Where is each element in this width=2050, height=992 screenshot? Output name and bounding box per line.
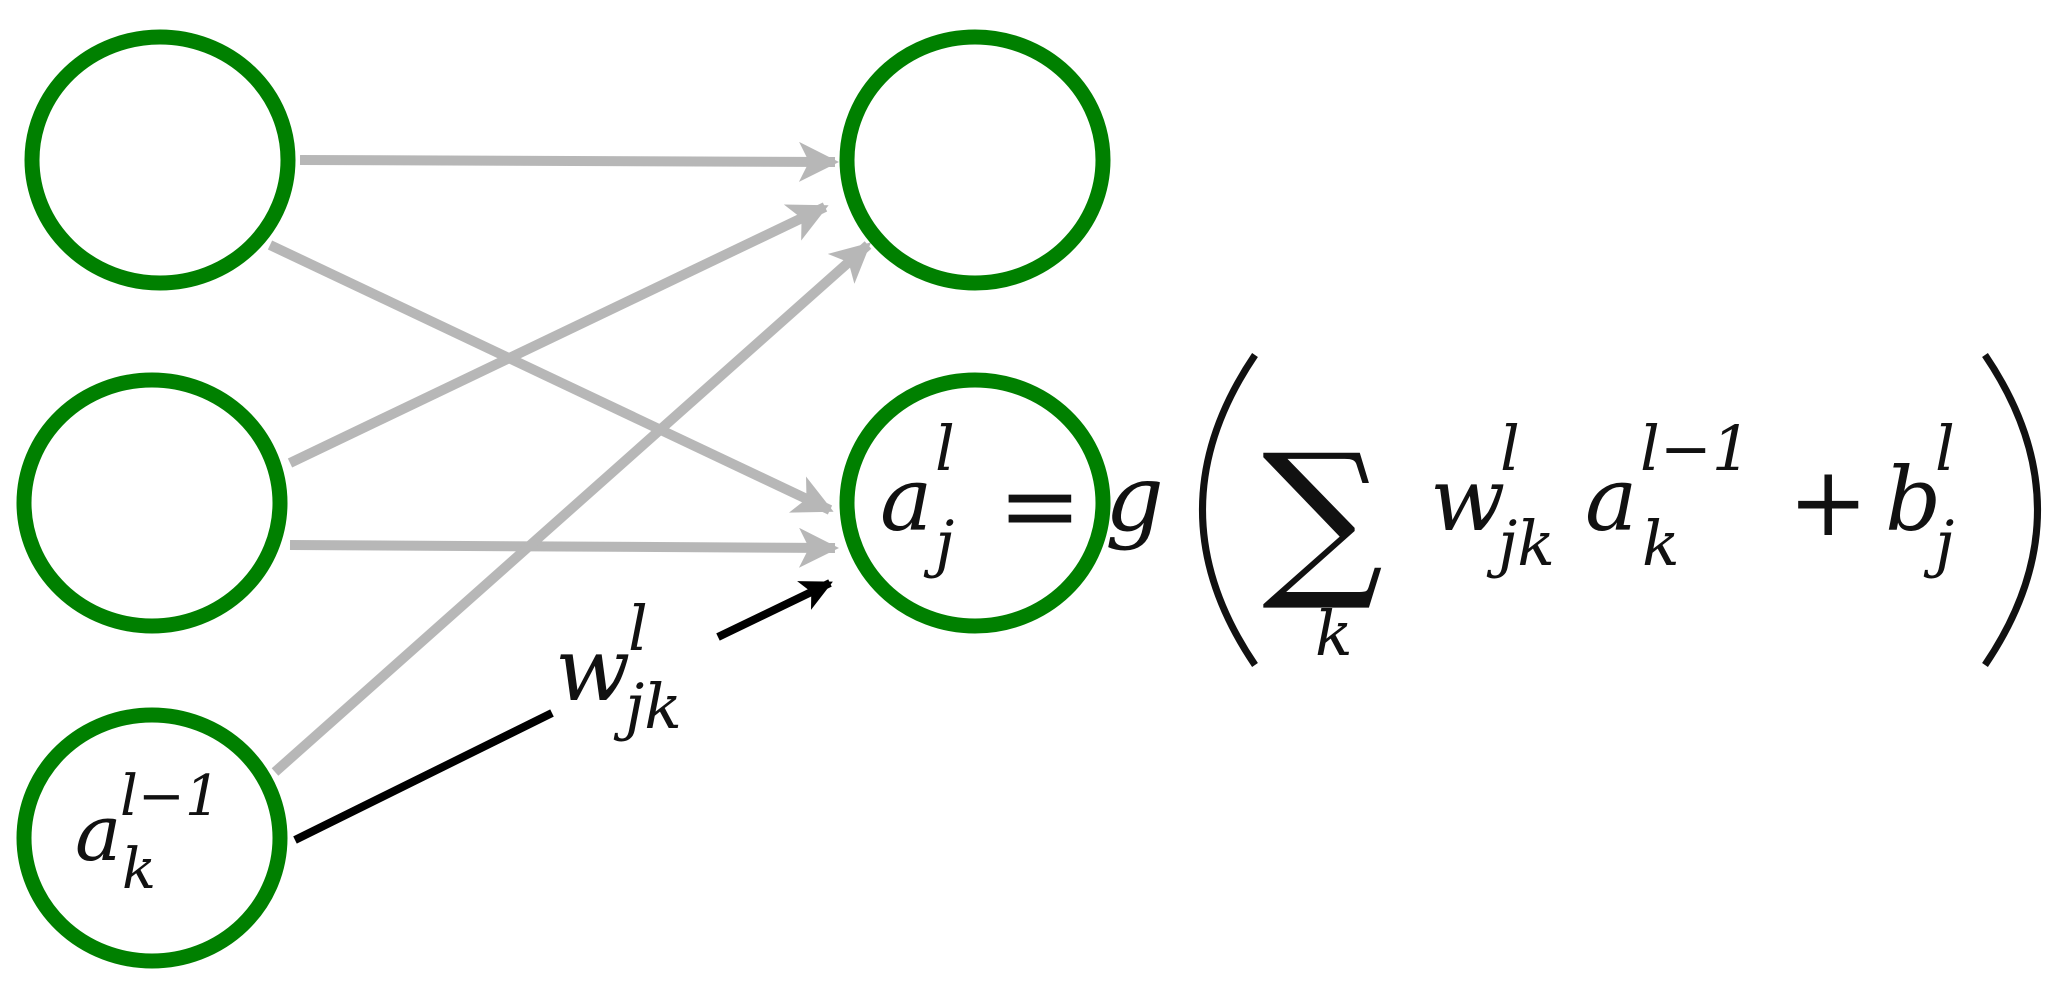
equation-plus: + (1788, 446, 1868, 558)
output-neuron-1 (839, 29, 1111, 291)
equation-bias-sup: l (1935, 412, 1955, 485)
equation-term-w-sub: jk (1486, 507, 1555, 580)
input-neuron-1 (24, 29, 296, 291)
equation-term-a-sup: l−1 (1640, 412, 1751, 485)
highlight-connection-head (716, 579, 833, 641)
equation-term-a-sub: k (1642, 507, 1680, 580)
connection-in2-out1 (287, 202, 829, 468)
input-layer (16, 29, 296, 969)
highlighted-connection (293, 579, 833, 844)
equation-sum-index: k (1315, 597, 1353, 670)
connection-in1-out1 (299, 141, 839, 182)
highlight-connection-tail (293, 709, 554, 844)
equation-left-paren (1199, 353, 1258, 667)
activation-equation: a l j = g ∑ k w l jk a l−1 k + b l j (880, 353, 2041, 670)
input-activation-base: a (75, 789, 122, 879)
weight-sup: l (628, 592, 648, 665)
input-activation-label: a l−1 k (75, 764, 220, 902)
equation-lhs-sup: l (935, 412, 955, 485)
input-neuron-2 (16, 372, 288, 634)
equation-equals: = (998, 447, 1082, 564)
equation-term-w-sup: l (1500, 412, 1520, 485)
output-neuron-2 (839, 372, 1111, 634)
connection-in2-out2 (289, 527, 839, 568)
weight-label: w l jk (555, 592, 682, 743)
connection-in3-out1 (271, 241, 872, 776)
equation-term-a-base: a (1585, 448, 1637, 551)
connections (267, 141, 872, 776)
weight-base: w (555, 618, 630, 721)
equation-bias-base: b (1885, 448, 1941, 551)
equation-right-paren (1982, 353, 2041, 667)
weight-sub: jk (613, 670, 682, 743)
input-neuron-3 (16, 707, 288, 969)
equation-sum-symbol: ∑ (1262, 418, 1383, 616)
equation-function: g (1105, 445, 1164, 552)
input-activation-sup: l−1 (120, 764, 220, 829)
input-activation-sub: k (122, 837, 156, 902)
output-layer (839, 29, 1111, 634)
equation-term-w-base: w (1430, 448, 1505, 551)
connection-in1-out2 (267, 240, 834, 515)
equation-lhs-base: a (880, 448, 932, 551)
